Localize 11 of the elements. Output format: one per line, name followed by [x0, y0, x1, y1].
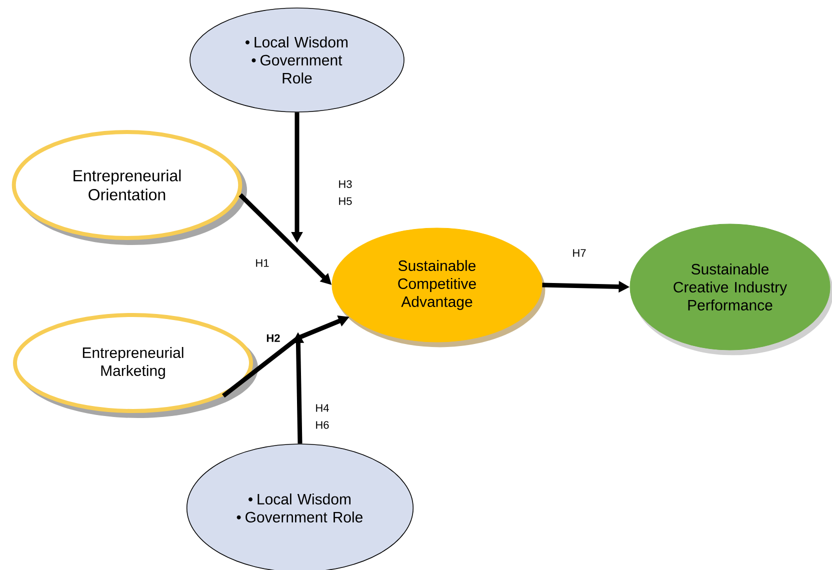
- edge-label: H3 H5: [337, 179, 356, 206]
- oval-node: Local Wisdom Government Role: [186, 444, 414, 570]
- edge-label: H2: [265, 333, 282, 343]
- oval-node: Entrepreneurial Orientation: [12, 130, 247, 245]
- oval-node: Sustainable Creative Industry Performance: [630, 224, 832, 356]
- edge-label: H4 H6: [314, 403, 332, 430]
- edge-label: H7: [571, 248, 588, 258]
- oval-node: Entrepreneurial Marketing: [13, 313, 258, 418]
- oval-node: Local Wisdom Government Role: [190, 8, 404, 112]
- oval-node: Sustainable Competitive Advantage: [332, 228, 546, 348]
- edge-label: H1: [254, 258, 270, 268]
